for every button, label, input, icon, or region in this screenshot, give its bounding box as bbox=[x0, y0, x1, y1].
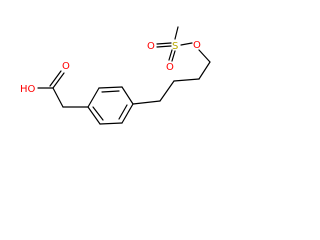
bond-s-oester bbox=[180, 42, 193, 46]
atom-label-sulfur: S bbox=[172, 41, 178, 52]
bond-s-o1 bbox=[156, 42, 172, 45]
atom-label-ester-o: O bbox=[193, 40, 201, 51]
ring-bond-4 bbox=[87, 87, 100, 108]
ring-bond-2 bbox=[99, 122, 123, 125]
bond-s-o2-double bbox=[171, 50, 176, 62]
bond-c3-c4 bbox=[159, 80, 175, 102]
bond-methyl-s bbox=[174, 26, 179, 40]
bond-s-o1-double bbox=[156, 45, 172, 48]
atom-labels: HO O S O O O bbox=[20, 40, 201, 95]
ring-bond-1 bbox=[121, 103, 134, 124]
bond-c1-c2 bbox=[198, 61, 211, 80]
structure-drawing: HO O S O O O bbox=[20, 26, 211, 125]
bond-oester-c1 bbox=[198, 49, 211, 63]
atom-label-oh: HO bbox=[20, 84, 36, 95]
ring-bond-5 bbox=[98, 86, 123, 89]
bond-c2-c3 bbox=[173, 78, 200, 82]
atom-label-sulfonyl-o2: O bbox=[166, 62, 174, 73]
atom-label-sulfonyl-o1: O bbox=[147, 41, 155, 52]
bond-ch2-cooh bbox=[52, 87, 64, 108]
bond-c4-ring bbox=[132, 100, 161, 105]
ring-double-3 bbox=[101, 90, 120, 93]
bond-s-o2 bbox=[168, 49, 173, 61]
bond-c-o bbox=[52, 72, 65, 89]
ring-double-2 bbox=[92, 106, 104, 121]
atom-label-carboxyl-o: O bbox=[62, 61, 70, 72]
ring-double-1 bbox=[118, 104, 128, 120]
bonds bbox=[37, 26, 211, 125]
ring-bond-3 bbox=[87, 106, 101, 125]
ring-bond-6 bbox=[121, 86, 134, 105]
bond-c-o-double bbox=[49, 70, 62, 87]
